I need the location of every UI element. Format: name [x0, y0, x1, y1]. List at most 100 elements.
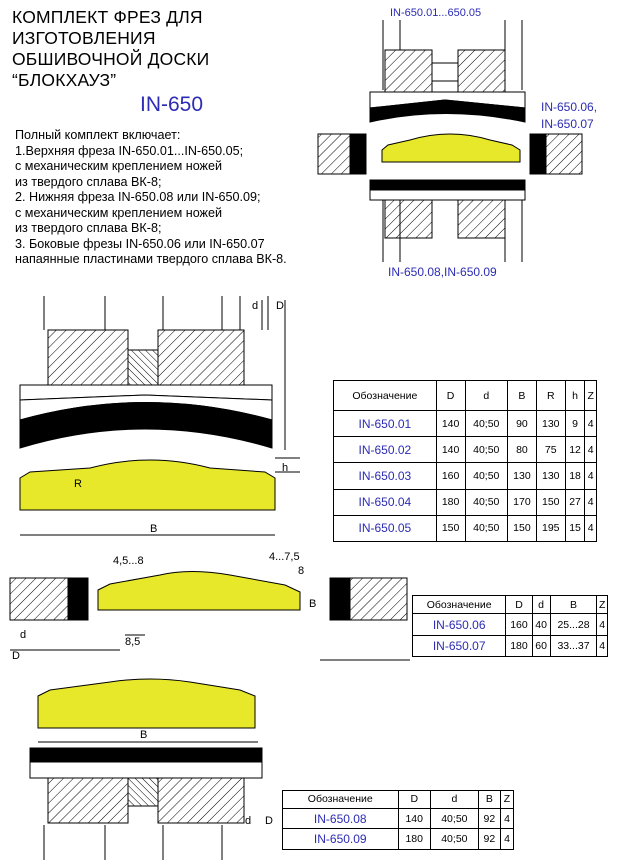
- spec-table-side: Обозначение D d B Z IN-650.06 160 40 25.…: [411, 594, 608, 658]
- col-header: D: [397, 790, 431, 809]
- col-header: d: [531, 594, 551, 615]
- table-row: IN-650.06 160 40 25...28 4: [411, 613, 608, 636]
- dim-R: R: [74, 478, 82, 490]
- description-line: 1.Верхняя фреза IN-650.01...IN-650.05;: [15, 143, 244, 158]
- table-cell: 160: [505, 613, 533, 636]
- table-cell: IN-650.02: [333, 436, 437, 464]
- table-cell: 40;50: [464, 514, 508, 543]
- col-header: B: [549, 594, 598, 615]
- product-code: IN-650: [140, 93, 204, 116]
- dim-side-d: d: [20, 629, 27, 641]
- title-line: “БЛОКХАУЗ”: [12, 70, 117, 90]
- col-header: h: [564, 380, 586, 411]
- table-cell: 15: [564, 514, 586, 543]
- dim-side-left: 4,5...8: [113, 555, 144, 567]
- table-cell: 40;50: [464, 462, 508, 490]
- table-cell: 4: [584, 436, 597, 464]
- upper-cutter-drawing: [19, 296, 300, 536]
- page-title: КОМПЛЕКТ ФРЕЗ ДЛЯ ИЗГОТОВЛЕНИЯ ОБШИВОЧНО…: [12, 7, 209, 91]
- col-header: R: [535, 380, 566, 411]
- description-line: напаянные пластинами твердого сплава ВК-…: [15, 252, 287, 266]
- col-header: Z: [584, 380, 597, 411]
- col-header: B: [506, 380, 537, 411]
- description-line: из твердого сплава ВК-8;: [15, 174, 162, 189]
- title-line: ИЗГОТОВЛЕНИЯ: [12, 28, 156, 48]
- table-cell: 4: [584, 462, 597, 490]
- dim-eight-half: 8,5: [125, 636, 141, 648]
- title-line: ОБШИВОЧНОЙ ДОСКИ: [12, 49, 210, 69]
- assembly-drawing: [317, 20, 583, 262]
- table-cell: 140: [397, 807, 431, 830]
- set-description: Полный комплект включает: 1.Верхняя фрез…: [15, 128, 287, 268]
- table-cell: 80: [506, 436, 537, 464]
- table-cell: 130: [535, 462, 566, 490]
- table-cell: 4: [499, 807, 515, 830]
- table-cell: IN-650.08: [282, 807, 399, 830]
- table-cell: IN-650.09: [282, 828, 399, 850]
- col-header: D: [435, 380, 466, 411]
- dim-D: D: [276, 300, 284, 312]
- table-row: IN-650.08 140 40;50 92 4: [282, 807, 515, 830]
- dim-d: d: [252, 300, 259, 312]
- dim-h: h: [282, 462, 289, 474]
- col-header: B: [477, 790, 501, 809]
- table-cell: 40;50: [464, 409, 508, 438]
- dim-bottom-D: D: [265, 815, 273, 827]
- side-cutter-drawing: [9, 571, 410, 661]
- table-cell: 140: [435, 409, 466, 438]
- table-cell: 75: [535, 436, 566, 464]
- table-row: IN-650.02 140 40;50 80 75 12 4: [333, 436, 597, 464]
- description-line: из твердого сплава ВК-8;: [15, 221, 162, 235]
- description-line: с механическим креплением ножей: [15, 205, 223, 220]
- table-cell: 9: [564, 409, 586, 438]
- table-cell: IN-650.03: [333, 462, 437, 490]
- col-header: Обозначение: [411, 594, 507, 615]
- table-cell: IN-650.04: [333, 488, 437, 516]
- table-cell: 40;50: [429, 828, 479, 850]
- table-cell: 4: [596, 613, 608, 636]
- table-cell: 40: [531, 613, 551, 636]
- table-cell: 150: [435, 514, 466, 543]
- dim-side-right: 4...7,5: [269, 551, 300, 563]
- table-row: IN-650.05 150 40;50 150 195 15 4: [333, 514, 597, 543]
- col-header: Z: [596, 594, 608, 615]
- description-line: Полный комплект включает:: [15, 128, 181, 142]
- table-cell: 195: [535, 514, 566, 543]
- table-cell: 40;50: [429, 807, 479, 830]
- table-row: IN-650.07 180 60 33...37 4: [411, 634, 608, 658]
- dim-bottom-d: d: [245, 815, 252, 827]
- table-cell: 150: [506, 514, 537, 543]
- assembly-label-side: IN-650.06,: [541, 100, 598, 114]
- dim-B: B: [150, 523, 158, 535]
- table-cell: 180: [397, 828, 431, 850]
- table-cell: 4: [584, 488, 597, 516]
- col-header: Z: [499, 790, 515, 809]
- assembly-label-side-2: IN-650.07: [541, 117, 594, 131]
- table-cell: IN-650.07: [411, 634, 507, 658]
- table-cell: 25...28: [549, 613, 598, 636]
- table-cell: IN-650.01: [333, 409, 437, 438]
- col-header: Обозначение: [282, 790, 399, 809]
- table-cell: 150: [535, 488, 566, 516]
- table-cell: 60: [531, 634, 551, 658]
- table-cell: 4: [499, 828, 515, 850]
- table-row: IN-650.09 180 40;50 92 4: [282, 828, 515, 850]
- title-line: КОМПЛЕКТ ФРЕЗ ДЛЯ: [12, 7, 203, 27]
- description-line: с механическим креплением ножей: [15, 159, 223, 173]
- assembly-label-bottom: IN-650.08,IN-650.09: [388, 265, 497, 279]
- table-cell: IN-650.06: [411, 613, 507, 636]
- col-header: D: [505, 594, 533, 615]
- description-line: 3. Боковые фрезы IN-650.06 или IN-650.07: [15, 236, 265, 251]
- spec-table-top: Обозначение D d B R h Z IN-650.01 140 40…: [333, 380, 597, 543]
- spec-table-bottom: Обозначение D d B Z IN-650.08 140 40;50 …: [282, 790, 515, 850]
- col-header: d: [429, 790, 479, 809]
- table-cell: 170: [506, 488, 537, 516]
- assembly-label-top: IN-650.01...650.05: [390, 7, 482, 19]
- dim-eight: 8: [298, 565, 305, 577]
- table-cell: 180: [505, 634, 533, 658]
- table-row: IN-650.03 160 40;50 130 130 18 4: [333, 462, 597, 490]
- table-cell: 4: [584, 514, 597, 543]
- col-header: d: [464, 380, 508, 411]
- table-cell: 130: [535, 409, 566, 438]
